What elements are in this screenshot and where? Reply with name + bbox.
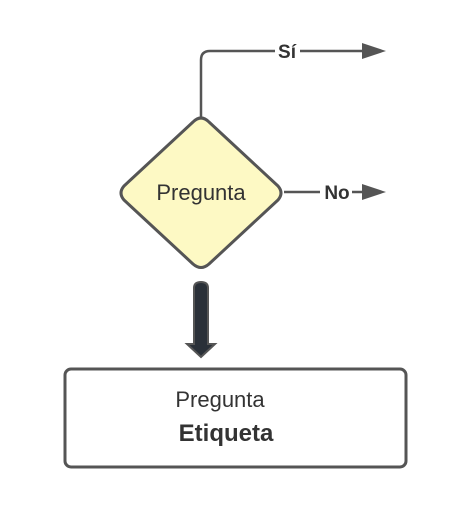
yes-branch: Sí (199, 42, 386, 117)
down-arrow-icon (184, 280, 218, 359)
process-box-question: Pregunta (175, 387, 265, 412)
yes-arrowhead (362, 43, 386, 59)
decision-diamond (119, 116, 283, 269)
decision-label: Pregunta (156, 180, 246, 205)
process-box-shape (63, 367, 408, 469)
down-arrow (184, 280, 218, 359)
process-box[interactable]: Pregunta Etiqueta (63, 367, 408, 469)
decision-node[interactable]: Pregunta (119, 116, 283, 269)
no-branch-label: No (324, 183, 349, 204)
process-box-label: Etiqueta (179, 420, 274, 447)
no-arrowhead (362, 184, 386, 200)
yes-branch-label: Sí (278, 42, 297, 63)
no-branch: No (284, 183, 386, 204)
yes-connector-line (199, 49, 362, 117)
